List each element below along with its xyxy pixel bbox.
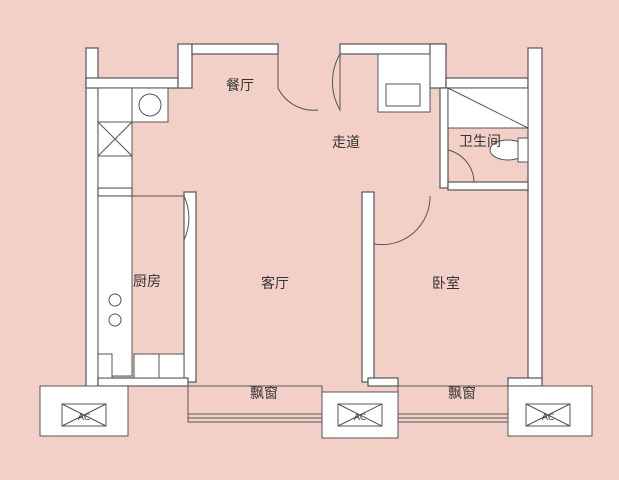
wall-bottom-left [97,377,189,387]
wall-living-bedroom [361,191,375,383]
door-bathroom [447,149,475,183]
wall-top-post [429,43,447,89]
door-entry [331,53,341,112]
wall-dining-left-post [177,43,193,89]
dining-cabinet [97,87,133,189]
wall-right [527,47,543,389]
door-kitchen [132,195,190,241]
doors [132,53,475,246]
ac-unit-left: AC [39,385,129,437]
wall-bath-left [439,87,449,189]
wall-bottom-mid [367,377,399,387]
stove-burner-1 [108,293,122,307]
wall-dining-top [191,43,279,55]
room-label-bathroom: 卫生间 [459,134,501,150]
room-label-living: 客厅 [261,275,289,292]
wall-bath-bottom [447,181,529,191]
ac-label-right: AC [542,413,554,423]
stove-burner-2 [108,313,122,327]
wall-bottom-right [507,377,543,387]
room-labels: 餐厅 走道 卫生间 厨房 客厅 卧室 飘窗 飘窗 [133,78,501,402]
ac-platforms: AC AC AC [39,385,593,439]
wall-kitchen-top [97,187,133,197]
door-dining [277,54,319,111]
ac-unit-middle: AC [321,391,399,439]
room-label-bay-window-right: 飘窗 [448,385,476,402]
room-label-kitchen: 厨房 [133,274,161,290]
ac-label-middle: AC [354,413,366,423]
room-label-dining: 餐厅 [226,78,254,94]
room-label-bay-window-left: 飘窗 [250,385,278,402]
wall-kitchen-living [183,191,197,383]
wall-top-left [85,77,179,89]
fixtures [97,53,529,379]
walls [85,43,543,389]
bay-windows [187,385,509,423]
ac-label-left: AC [78,413,90,423]
fridge [97,353,113,379]
wall-left [85,47,99,389]
door-bedroom [373,195,431,246]
room-label-bedroom: 卧室 [432,275,460,292]
wall-top-right [445,77,529,89]
kitchen-counter [97,195,133,377]
ac-unit-right: AC [507,385,593,437]
room-label-hallway: 走道 [332,135,360,151]
